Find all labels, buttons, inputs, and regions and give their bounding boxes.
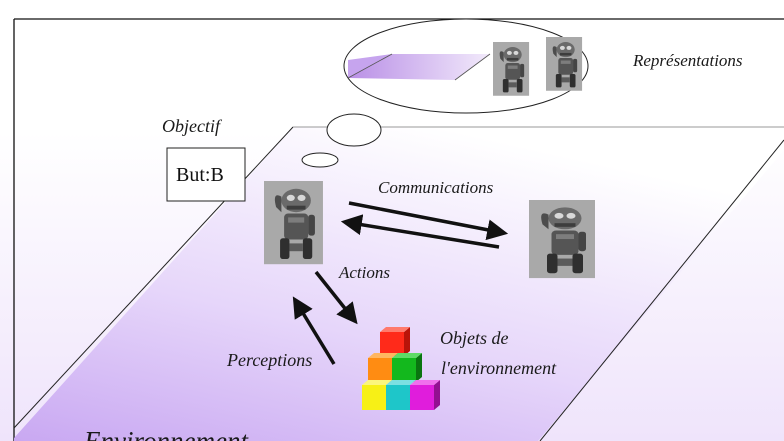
objects-label-line2: l'environnement xyxy=(441,358,557,378)
perceptions-label: Perceptions xyxy=(226,350,312,370)
thought-bubble-small xyxy=(301,152,339,168)
representation-plane xyxy=(348,54,490,80)
cube-stack-icon xyxy=(362,327,440,410)
plane-edge-left xyxy=(13,126,294,429)
communication-arrow-right xyxy=(348,201,509,241)
robot-icon xyxy=(264,181,323,265)
perception-arrow xyxy=(292,296,336,365)
actions-label: Actions xyxy=(338,263,390,282)
robot-icon xyxy=(529,200,595,279)
representations-label: Représentations xyxy=(632,51,743,70)
goal-box-text: But:B xyxy=(176,164,224,186)
robot-icon xyxy=(546,37,583,91)
plane-edge-right xyxy=(539,139,784,441)
communication-arrow-left xyxy=(340,214,500,249)
objective-label: Objectif xyxy=(162,116,223,136)
action-arrow xyxy=(314,270,358,325)
objects-label-line1: Objets de xyxy=(440,328,508,348)
environment-label: Environnement xyxy=(83,426,249,441)
thought-bubble-medium xyxy=(326,113,382,147)
robot-icon xyxy=(493,42,530,96)
communications-label: Communications xyxy=(378,178,494,197)
goal-box xyxy=(166,147,246,202)
